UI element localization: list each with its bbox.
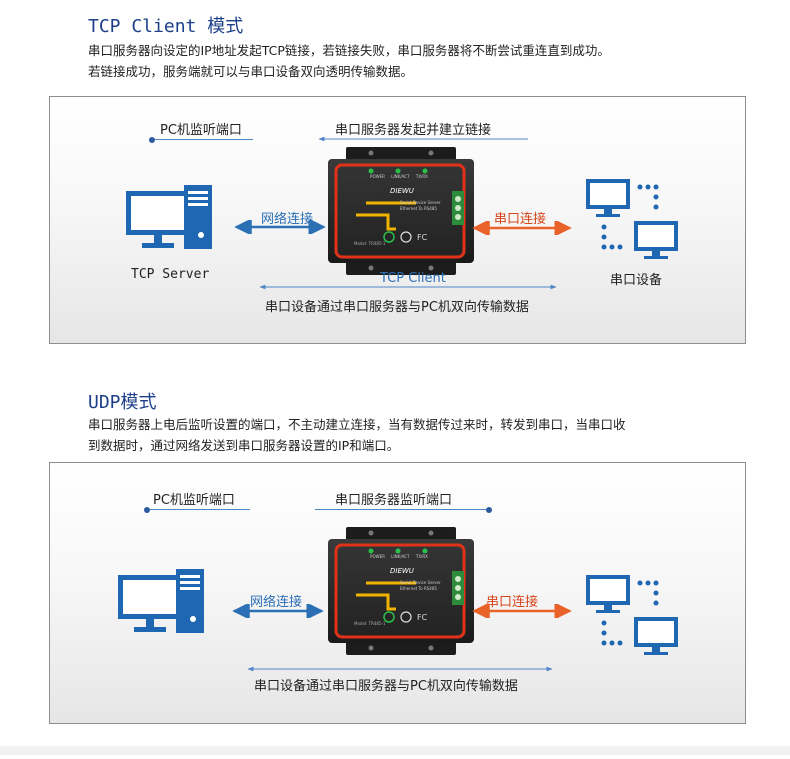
tcp-bidirectional-arrow — [259, 284, 557, 290]
tcp-serial-link-arrow — [472, 221, 572, 235]
udp-device-product: Serial Device Server Ethernet To RS485 — [400, 580, 441, 592]
tcp-device-product: Serial Device Server Ethernet To RS485 — [400, 200, 441, 212]
tcp-diagram-panel: PC机监听端口 串口服务器发起并建立链接 TCP Server 网络连接 — [49, 96, 746, 344]
tcp-pc-port-label: PC机监听端口 — [160, 123, 242, 138]
tcp-device-led-link: LINK/ACT — [391, 174, 410, 179]
udp-device-brand: DIEWU — [390, 567, 414, 575]
udp-pc-computer-icon — [118, 569, 204, 633]
tcp-description: 串口服务器向设定的IP地址发起TCP链接，若链接失败，串口服务器将不断尝试重连直… — [88, 40, 728, 82]
udp-server-port-dot — [486, 507, 492, 513]
tcp-serial-devices-icon — [586, 179, 678, 259]
tcp-device-led-power: POWER — [370, 174, 385, 179]
udp-serial-server-device: FC — [328, 527, 474, 655]
udp-device-model: Model: TR485-1 — [354, 621, 386, 626]
udp-device-led-data: TX/RX — [415, 554, 428, 559]
udp-description: 串口服务器上电后监听设置的端口，不主动建立连接，当有数据传过来时，转发到串口，当… — [88, 414, 728, 456]
udp-network-link-arrow — [232, 604, 324, 618]
tcp-description-line-2: 若链接成功，服务端就可以与串口设备双向透明传输数据。 — [88, 64, 414, 79]
tcp-device-product-line-1: Serial Device Server — [400, 200, 441, 205]
tcp-client-label: TCP Client — [380, 271, 446, 286]
udp-device-led-labels: POWER LINK/ACT TX/RX — [344, 554, 454, 559]
udp-pc-port-dot — [144, 507, 150, 513]
udp-device-led-link: LINK/ACT — [391, 554, 410, 559]
tcp-device-product-line-2: Ethernet To RS485 — [400, 206, 437, 211]
tcp-serial-device-label: 串口设备 — [610, 273, 663, 288]
tcp-bottom-label: 串口设备通过串口服务器与PC机双向传输数据 — [265, 300, 529, 315]
udp-bidirectional-arrow — [247, 666, 553, 672]
svg-text:FC: FC — [417, 613, 428, 622]
svg-text:FC: FC — [417, 233, 428, 242]
page-bottom-strip — [0, 746, 790, 755]
udp-description-line-1: 串口服务器上电后监听设置的端口，不主动建立连接，当有数据传过来时，转发到串口，当… — [88, 417, 626, 432]
tcp-device-model: Model: TR485-1 — [354, 241, 386, 246]
udp-device-product-line-2: Ethernet To RS485 — [400, 586, 437, 591]
udp-server-port-line — [315, 509, 487, 510]
tcp-connect-arrow — [318, 136, 528, 142]
tcp-server-label: TCP Server — [131, 267, 210, 282]
tcp-pc-port-dot — [149, 137, 155, 143]
tcp-device-led-data: TX/RX — [415, 174, 428, 179]
udp-server-port-label: 串口服务器监听端口 — [335, 493, 453, 508]
tcp-section-title: TCP Client 模式 — [88, 16, 244, 37]
udp-section-title: UDP模式 — [88, 392, 157, 413]
udp-pc-port-line — [150, 509, 250, 510]
tcp-serial-server-device: FC — [328, 147, 474, 275]
tcp-network-link-arrow — [234, 220, 326, 234]
tcp-pc-computer-icon — [126, 185, 212, 249]
udp-device-product-line-1: Serial Device Server — [400, 580, 441, 585]
tcp-device-led-labels: POWER LINK/ACT TX/RX — [344, 174, 454, 179]
udp-device-led-power: POWER — [370, 554, 385, 559]
udp-serial-devices-icon — [586, 575, 678, 655]
udp-serial-link-arrow — [472, 604, 572, 618]
tcp-description-line-1: 串口服务器向设定的IP地址发起TCP链接，若链接失败，串口服务器将不断尝试重连直… — [88, 43, 610, 58]
tcp-device-brand: DIEWU — [390, 187, 414, 195]
tcp-connect-arrow-label: 串口服务器发起并建立链接 — [335, 123, 492, 138]
udp-diagram-panel: PC机监听端口 串口服务器监听端口 网络连接 FC — [49, 462, 746, 724]
udp-bottom-label: 串口设备通过串口服务器与PC机双向传输数据 — [254, 679, 518, 694]
udp-description-line-2: 到数据时，通过网络发送到串口服务器设置的IP和端口。 — [88, 438, 400, 453]
udp-pc-port-label: PC机监听端口 — [153, 493, 235, 508]
tcp-pc-port-line — [155, 139, 253, 140]
